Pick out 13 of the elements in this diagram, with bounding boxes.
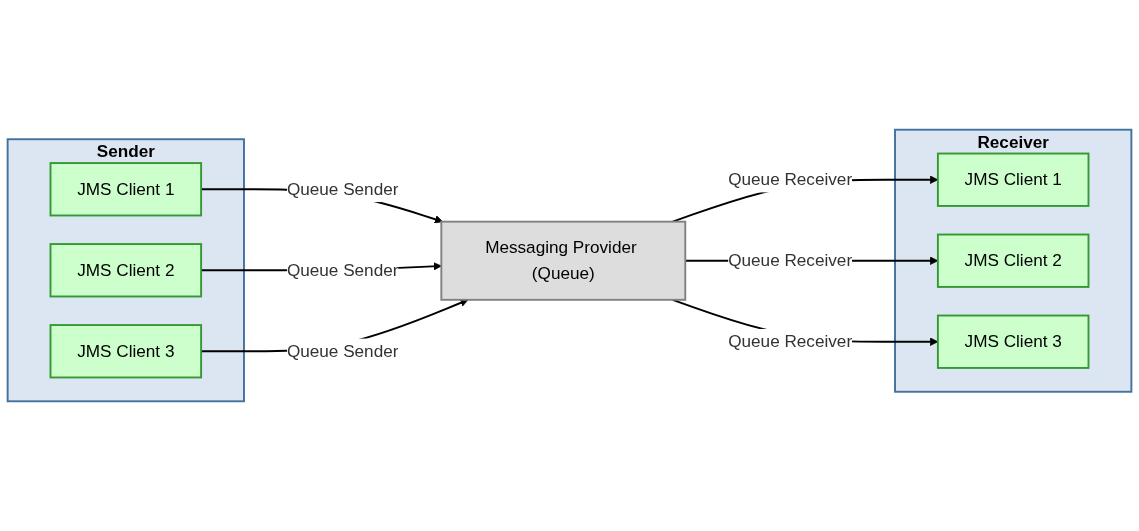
edge-label: Queue Sender — [286, 341, 399, 361]
node-box: JMS Client 1 — [49, 162, 203, 217]
node-box: JMS Client 2 — [49, 243, 203, 298]
edge-label: Queue Sender — [286, 179, 399, 199]
edge-label: Queue Sender — [286, 260, 399, 280]
edge-label: Queue Receiver — [728, 169, 853, 189]
node-box: JMS Client 3 — [49, 324, 203, 379]
node-box: JMS Client 1 — [936, 152, 1090, 207]
node-box: JMS Client 3 — [936, 314, 1090, 369]
edge-label: Queue Receiver — [728, 331, 853, 351]
edge-label: Queue Receiver — [728, 250, 853, 270]
node-box: JMS Client 2 — [936, 233, 1090, 288]
node-box: Messaging Provider (Queue) — [440, 220, 687, 301]
